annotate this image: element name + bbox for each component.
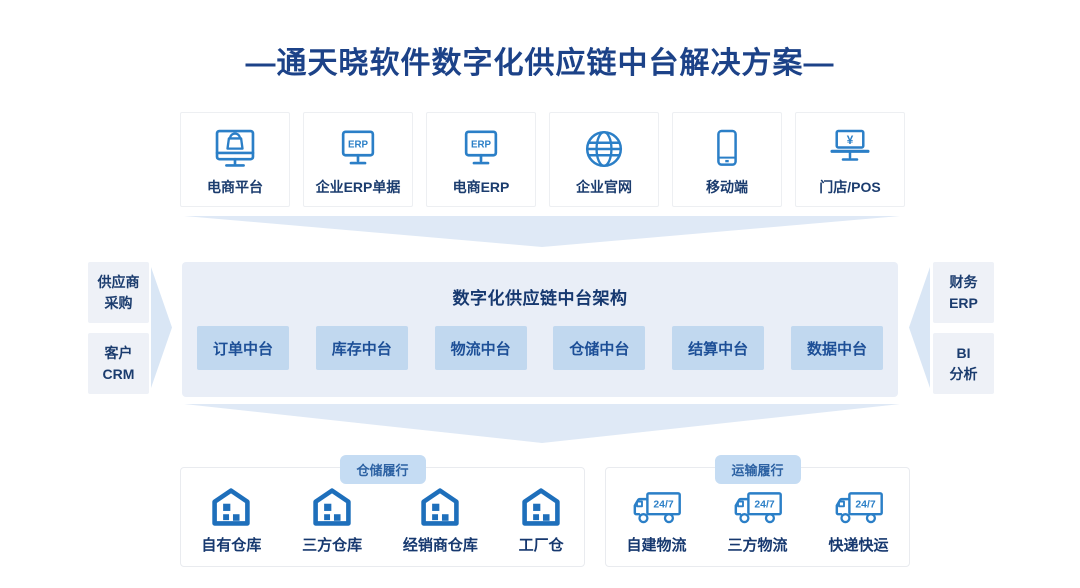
arrow-into-platform-left (151, 267, 172, 388)
warehouse-fulfillment-tag: 仓储履行 (339, 455, 426, 484)
module-inventory: 库存中台 (315, 326, 408, 370)
flow-down-chevron-bottom (184, 404, 900, 443)
monitor-yen-icon: ¥ (825, 123, 875, 175)
truck-247-icon: 24/7 (729, 485, 785, 529)
channel-label: 移动端 (706, 178, 748, 195)
warehouse-icon (210, 485, 252, 529)
arrow-into-platform-right (909, 267, 930, 388)
channel-card-enterprise-erp-docs: ERP 企业ERP单据 (303, 112, 413, 207)
platform-title: 数字化供应链中台架构 (452, 289, 628, 308)
source-box-supplier-procurement: 供应商 采购 (88, 262, 149, 323)
mobile-icon (702, 123, 752, 175)
warehouse-item-factory: 工厂仓 (519, 485, 564, 555)
channel-label: 电商ERP (452, 178, 510, 195)
warehouse-item-label: 自有仓库 (201, 537, 262, 554)
warehouse-items-row: 自有仓库 三方仓库 (181, 468, 584, 566)
warehouse-icon (311, 485, 353, 529)
module-data: 数据中台 (790, 326, 883, 370)
globe-icon (579, 123, 629, 175)
channel-label: 电商平台 (207, 178, 263, 195)
transport-item-label: 自建物流 (626, 537, 687, 554)
transport-items-row: 24/7 自建物流 24/7 (606, 468, 909, 566)
warehouse-item-distributor: 经销商仓库 (403, 485, 478, 555)
monitor-erp-icon: ERP (333, 123, 383, 175)
flow-down-chevron-top (184, 216, 900, 247)
transport-item-express: 24/7 快递快运 (828, 485, 889, 555)
svg-text:24/7: 24/7 (755, 500, 775, 511)
warehouse-item-label: 工厂仓 (518, 537, 564, 554)
channel-row: 电商平台 ERP 企业ERP单据 ERP 电商ERP (180, 112, 905, 207)
warehouse-item-third-party: 三方仓库 (302, 485, 362, 555)
platform-modules-row: 订单中台 库存中台 物流中台 仓储中台 结算中台 数据中台 (182, 326, 898, 370)
truck-247-icon: 24/7 (628, 485, 684, 529)
channel-card-ecommerce-erp: ERP 电商ERP (426, 112, 536, 207)
warehouse-icon (520, 485, 562, 529)
warehouse-fulfillment-group: 仓储履行 自有仓库 (180, 455, 585, 567)
svg-text:¥: ¥ (847, 133, 854, 146)
source-box-customer-crm: 客户 CRM (88, 333, 149, 394)
channel-label: 企业官网 (576, 178, 632, 195)
channel-card-corporate-website: 企业官网 (549, 112, 659, 207)
channel-label: 企业ERP单据 (315, 178, 401, 195)
transport-item-label: 三方物流 (727, 537, 788, 554)
module-warehousing: 仓储中台 (553, 326, 646, 370)
transport-item-third-party-logistics: 24/7 三方物流 (727, 485, 788, 555)
svg-text:24/7: 24/7 (856, 500, 876, 511)
warehouse-item-own: 自有仓库 (201, 485, 261, 555)
source-box-bi-analysis: BI 分析 (933, 333, 994, 394)
monitor-cart-icon (210, 123, 260, 175)
monitor-erp-icon: ERP (456, 123, 506, 175)
channel-label: 门店/POS (819, 178, 881, 195)
svg-text:ERP: ERP (348, 139, 369, 150)
warehouse-icon (419, 485, 461, 529)
truck-247-icon: 24/7 (830, 485, 886, 529)
module-order: 订单中台 (197, 326, 289, 370)
warehouse-item-label: 三方仓库 (302, 537, 363, 554)
channel-card-ecommerce-platform: 电商平台 (180, 112, 290, 207)
transport-fulfillment-group: 运输履行 24/7 自建物流 (605, 455, 910, 567)
transport-item-label: 快递快运 (828, 537, 889, 554)
module-settlement: 结算中台 (672, 326, 765, 370)
platform-architecture-panel: 数字化供应链中台架构 订单中台 库存中台 物流中台 仓储中台 结算中台 数据中台 (182, 262, 898, 397)
transport-item-own-logistics: 24/7 自建物流 (626, 485, 687, 555)
channel-card-mobile: 移动端 (672, 112, 782, 207)
svg-text:ERP: ERP (471, 139, 492, 150)
transport-fulfillment-tag: 运输履行 (714, 455, 801, 484)
warehouse-item-label: 经销商仓库 (402, 537, 478, 554)
source-box-finance-erp: 财务 ERP (933, 262, 994, 323)
page-title: —通天晓软件数字化供应链中台解决方案— (245, 47, 835, 80)
svg-text:24/7: 24/7 (654, 500, 674, 511)
module-logistics: 物流中台 (434, 326, 527, 370)
channel-card-store-pos: ¥ 门店/POS (795, 112, 905, 207)
